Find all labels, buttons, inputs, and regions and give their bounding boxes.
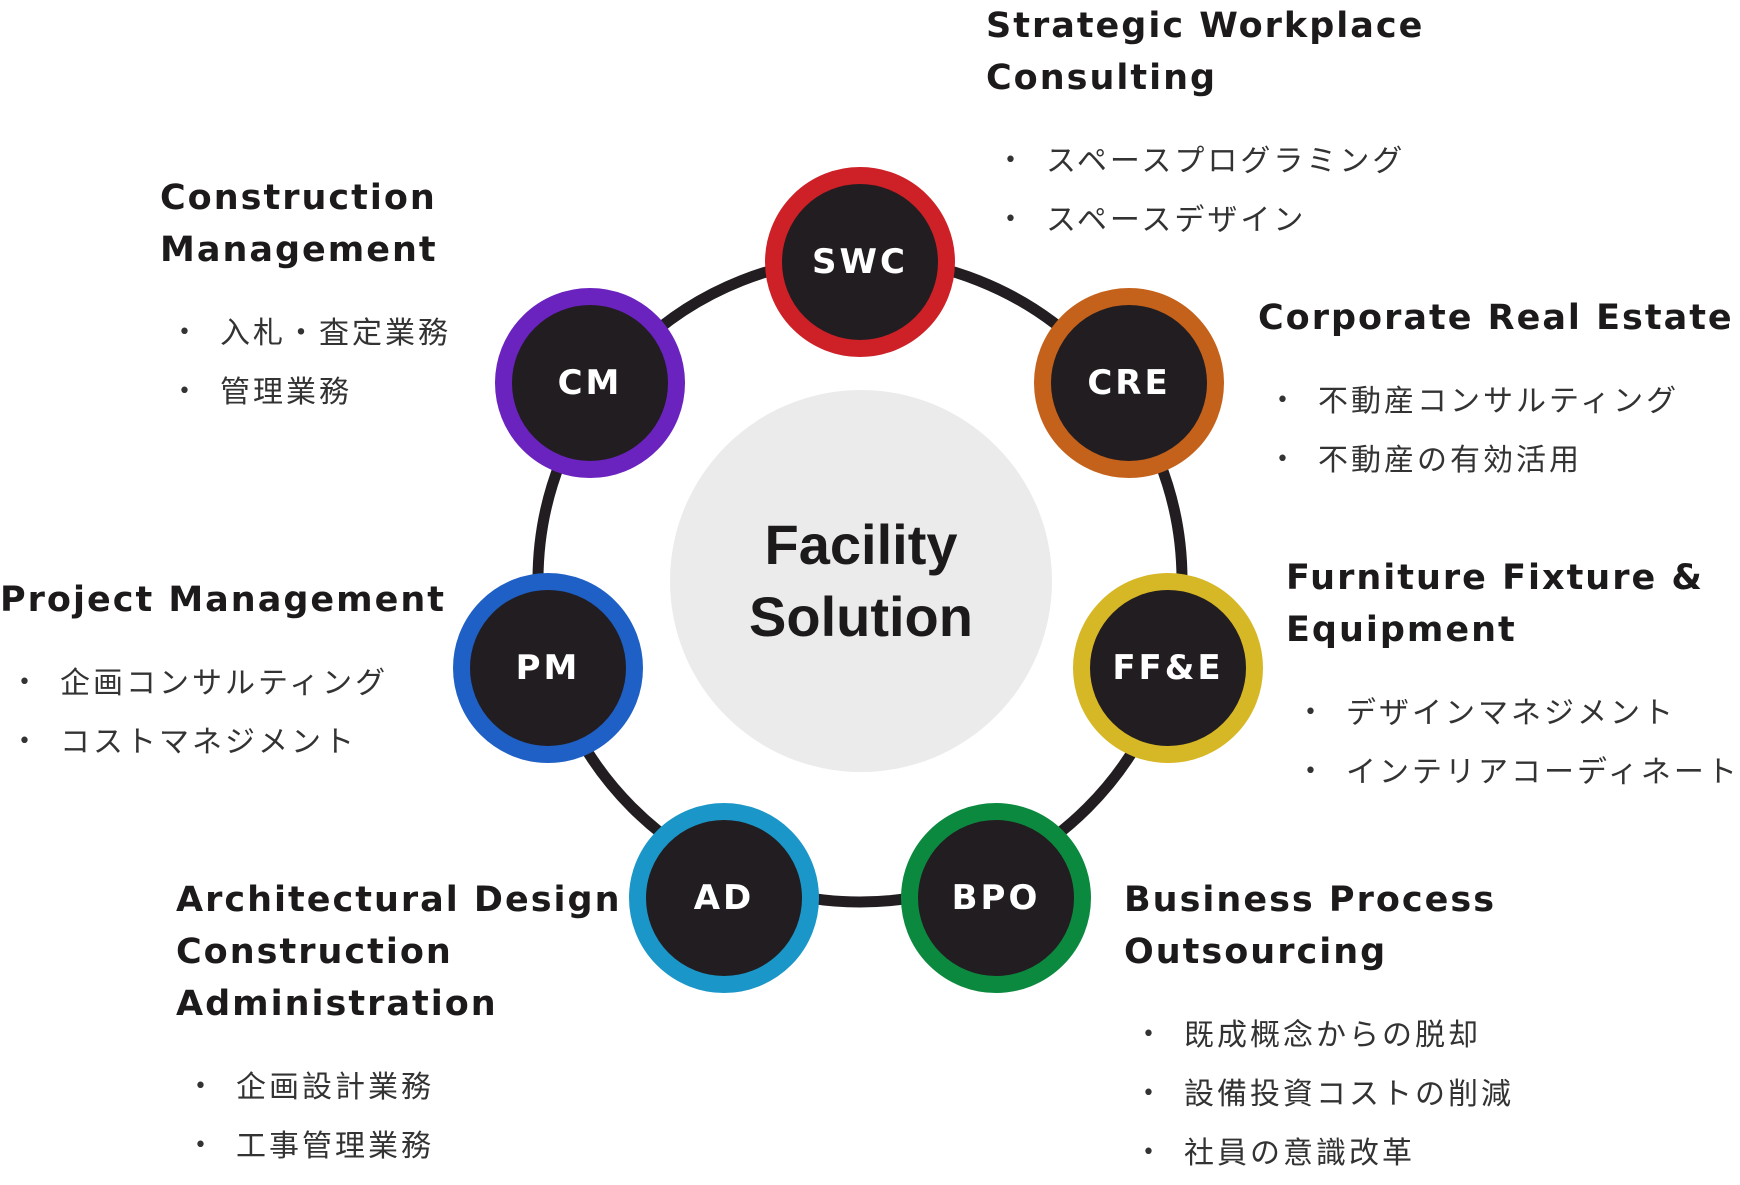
label-pm-title: Project Management [0, 574, 446, 626]
center-hub: Facility Solution [670, 390, 1052, 772]
label-bpo-title-line: Business Process [1124, 880, 1497, 920]
list-item: インテリアコーディネート [1304, 745, 1740, 804]
label-swc-title-line: Strategic Workplace [986, 6, 1425, 46]
label-cre-title: Corporate Real Estate [1258, 292, 1734, 344]
label-ffe-title-line: Furniture Fixture & [1286, 558, 1704, 598]
node-bpo-abbr: BPO [951, 878, 1041, 918]
label-ad-title-line: Architectural Design [176, 880, 622, 920]
list-item: 企画設計業務 [194, 1060, 622, 1119]
node-swc-abbr: SWC [812, 242, 908, 282]
label-cm: Construction Management 入札・査定業務 管理業務 [160, 172, 451, 424]
list-item: 管理業務 [178, 365, 451, 424]
list-item: 不動産の有効活用 [1276, 433, 1734, 492]
node-cre-abbr: CRE [1087, 363, 1171, 403]
list-item: 既成概念からの脱却 [1142, 1008, 1514, 1067]
list-item: 企画コンサルティング [18, 656, 446, 715]
label-cre-title-line: Corporate Real Estate [1258, 298, 1734, 338]
label-ad-title-line: Construction [176, 932, 453, 972]
node-cm-abbr: CM [557, 363, 623, 403]
list-item: 社員の意識改革 [1142, 1126, 1514, 1185]
node-cm: CM [495, 288, 685, 478]
list-item: 入札・査定業務 [178, 306, 451, 365]
label-ad: Architectural Design Construction Admini… [176, 874, 622, 1178]
list-item: スペースプログラミング [1004, 134, 1424, 193]
label-cm-title-line: Management [160, 230, 438, 270]
center-title-line-1: Facility [764, 513, 958, 576]
label-ad-title: Architectural Design Construction Admini… [176, 874, 622, 1030]
node-ad: AD [629, 803, 819, 993]
node-swc: SWC [765, 167, 955, 357]
node-bpo: BPO [901, 803, 1091, 993]
label-cm-title-line: Construction [160, 178, 437, 218]
label-swc: Strategic Workplace Consulting スペースプログラミ… [986, 0, 1424, 252]
center-title-line-2: Solution [749, 585, 973, 648]
label-swc-title-line: Consulting [986, 58, 1218, 98]
node-pm: PM [453, 573, 643, 763]
label-cm-title: Construction Management [160, 172, 451, 276]
label-ffe: Furniture Fixture & Equipment デザインマネジメント… [1286, 552, 1740, 804]
list-item: 設備投資コストの削減 [1142, 1067, 1514, 1126]
node-cre: CRE [1034, 288, 1224, 478]
label-swc-title: Strategic Workplace Consulting [986, 0, 1424, 104]
node-pm-abbr: PM [515, 648, 581, 688]
node-ffe-abbr: FF&E [1112, 648, 1224, 688]
label-pm: Project Management 企画コンサルティング コストマネジメント [0, 574, 446, 774]
list-item: 工事管理業務 [194, 1119, 622, 1178]
label-cre: Corporate Real Estate 不動産コンサルティング 不動産の有効… [1258, 292, 1734, 492]
list-item: 不動産コンサルティング [1276, 374, 1734, 433]
label-pm-list: 企画コンサルティング コストマネジメント [18, 656, 446, 774]
label-pm-title-line: Project Management [0, 580, 446, 620]
label-ffe-list: デザインマネジメント インテリアコーディネート [1304, 686, 1740, 804]
label-ad-list: 企画設計業務 工事管理業務 [194, 1060, 622, 1178]
node-ffe: FF&E [1073, 573, 1263, 763]
label-bpo-title: Business Process Outsourcing [1124, 874, 1514, 978]
list-item: デザインマネジメント [1304, 686, 1740, 745]
label-bpo-title-line: Outsourcing [1124, 932, 1388, 972]
label-ffe-title-line: Equipment [1286, 610, 1517, 650]
label-ffe-title: Furniture Fixture & Equipment [1286, 552, 1740, 656]
list-item: スペースデザイン [1004, 193, 1424, 252]
node-ad-abbr: AD [693, 878, 755, 918]
label-swc-list: スペースプログラミング スペースデザイン [1004, 134, 1424, 252]
label-cre-list: 不動産コンサルティング 不動産の有効活用 [1276, 374, 1734, 492]
list-item: コストマネジメント [18, 715, 446, 774]
label-bpo: Business Process Outsourcing 既成概念からの脱却 設… [1124, 874, 1514, 1185]
label-cm-list: 入札・査定業務 管理業務 [178, 306, 451, 424]
label-ad-title-line: Administration [176, 984, 498, 1024]
label-bpo-list: 既成概念からの脱却 設備投資コストの削減 社員の意識改革 [1142, 1008, 1514, 1185]
